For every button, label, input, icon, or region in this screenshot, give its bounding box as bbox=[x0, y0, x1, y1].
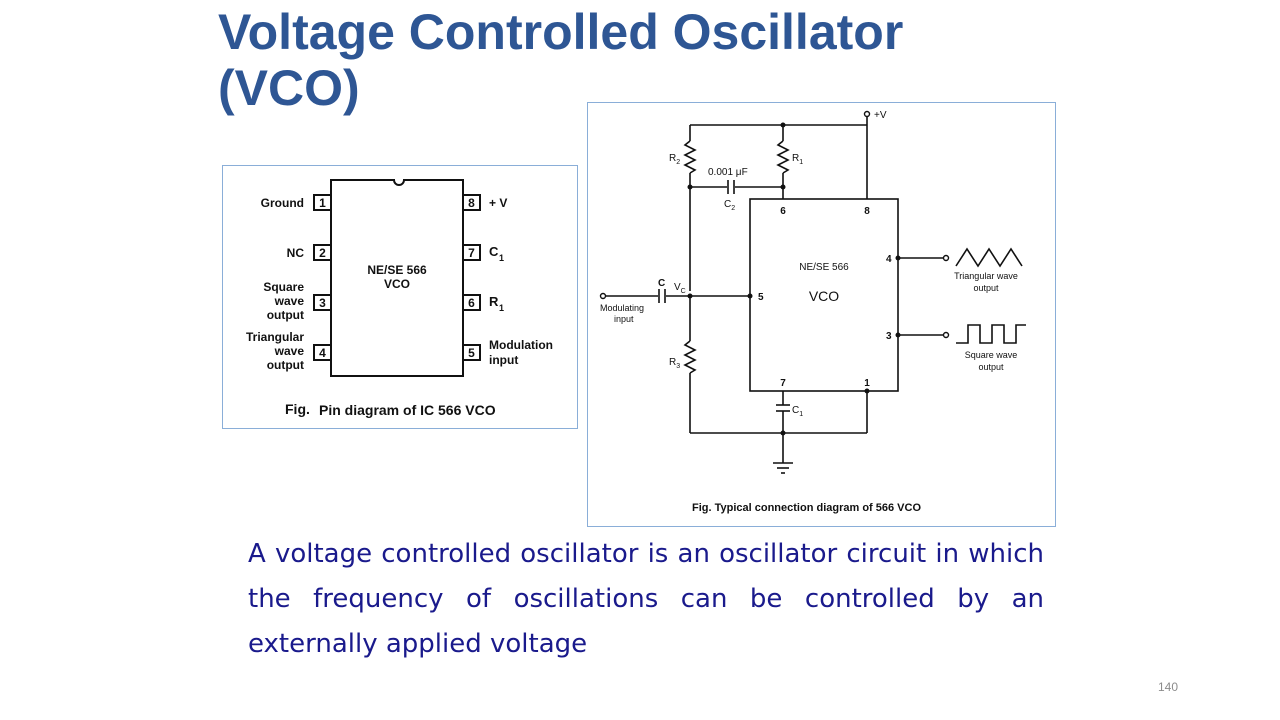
pin-label-ground: Ground bbox=[261, 196, 304, 210]
sq-out-line1: Square wave bbox=[965, 350, 1018, 360]
connection-diagram-svg: +V R2 R1 0.001 μF C2 C VC Modulating inp… bbox=[599, 110, 1026, 514]
pin8-num: 8 bbox=[864, 206, 870, 217]
vc-label: VC bbox=[674, 282, 686, 295]
svg-text:R: R bbox=[489, 294, 499, 309]
svg-text:4: 4 bbox=[319, 346, 326, 360]
right-pin-7: 7 C 1 bbox=[462, 244, 504, 263]
pin-caption: Pin diagram of IC 566 VCO bbox=[319, 402, 496, 418]
svg-text:8: 8 bbox=[468, 196, 475, 210]
right-pin-8: 8 + V bbox=[462, 194, 507, 211]
pin6-num: 6 bbox=[780, 206, 786, 217]
supply-label: +V bbox=[874, 110, 887, 121]
chip-label-line1: NE/SE 566 bbox=[367, 263, 427, 277]
junction-dots bbox=[687, 122, 901, 436]
conn-chip-line2: VCO bbox=[809, 288, 839, 304]
pin-diagram-figure: NE/SE 566 VCO 1 Ground 2 NC 3 Square wav… bbox=[222, 165, 578, 429]
page-number: 140 bbox=[1158, 680, 1179, 694]
tri-out-line1: Triangular wave bbox=[954, 271, 1018, 281]
svg-text:Square: Square bbox=[263, 280, 304, 294]
c1-label: C1 bbox=[792, 405, 803, 418]
svg-text:Triangular: Triangular bbox=[246, 330, 304, 344]
right-pin-6: 6 R 1 bbox=[462, 294, 504, 313]
svg-text:3: 3 bbox=[319, 296, 326, 310]
svg-text:Modulation: Modulation bbox=[489, 338, 553, 352]
svg-text:output: output bbox=[267, 358, 304, 372]
title-line-1: Voltage Controlled Oscillator bbox=[218, 4, 904, 60]
slide-description: A voltage controlled oscillator is an os… bbox=[248, 539, 1044, 659]
r2-label: R2 bbox=[669, 153, 680, 166]
conn-caption: Fig. Typical connection diagram of 566 V… bbox=[692, 502, 921, 514]
chip-label-line2: VCO bbox=[384, 277, 410, 291]
pin1-num: 1 bbox=[864, 378, 870, 389]
right-pin-5: 5 Modulation input bbox=[462, 338, 553, 367]
pin-diagram-svg: NE/SE 566 VCO 1 Ground 2 NC 3 Square wav… bbox=[246, 179, 553, 418]
left-pin-2: 2 NC bbox=[287, 244, 332, 261]
sq-out-line2: output bbox=[978, 362, 1004, 372]
slide-title: Voltage Controlled Oscillator (VCO) bbox=[218, 4, 1038, 116]
conn-chip-line1: NE/SE 566 bbox=[799, 262, 849, 273]
svg-text:1: 1 bbox=[319, 196, 326, 210]
c2-value-label: 0.001 μF bbox=[708, 167, 748, 178]
svg-text:+ V: + V bbox=[489, 196, 507, 210]
svg-text:7: 7 bbox=[468, 246, 475, 260]
left-pin-4: 4 Triangular wave output bbox=[246, 330, 332, 372]
pin5-num: 5 bbox=[758, 292, 764, 303]
svg-text:6: 6 bbox=[468, 296, 475, 310]
svg-text:input: input bbox=[489, 353, 518, 367]
mod-input-line1: Modulating bbox=[600, 303, 644, 313]
left-pin-1: 1 Ground bbox=[261, 194, 332, 211]
pin4-num: 4 bbox=[886, 254, 892, 265]
left-pin-3: 3 Square wave output bbox=[263, 280, 332, 322]
c-label: C bbox=[658, 278, 665, 289]
connection-diagram-figure: +V R2 R1 0.001 μF C2 C VC Modulating inp… bbox=[587, 102, 1056, 527]
svg-text:output: output bbox=[267, 308, 304, 322]
r1-label: R1 bbox=[792, 153, 803, 166]
tri-out-line2: output bbox=[973, 283, 999, 293]
svg-text:1: 1 bbox=[499, 303, 504, 313]
svg-text:1: 1 bbox=[499, 253, 504, 263]
r3-label: R3 bbox=[669, 357, 680, 370]
svg-text:wave: wave bbox=[274, 344, 305, 358]
pin3-num: 3 bbox=[886, 331, 892, 342]
pin-caption-prefix: Fig. bbox=[285, 401, 310, 417]
svg-text:2: 2 bbox=[319, 246, 326, 260]
c2-label: C2 bbox=[724, 199, 735, 212]
terminals bbox=[599, 110, 950, 339]
pin7-num: 7 bbox=[780, 378, 786, 389]
svg-text:C: C bbox=[489, 244, 499, 259]
svg-text:wave: wave bbox=[274, 294, 305, 308]
mod-input-line2: input bbox=[614, 314, 634, 324]
pin-label-nc: NC bbox=[287, 246, 305, 260]
title-line-2: (VCO) bbox=[218, 60, 360, 116]
svg-text:5: 5 bbox=[468, 346, 475, 360]
